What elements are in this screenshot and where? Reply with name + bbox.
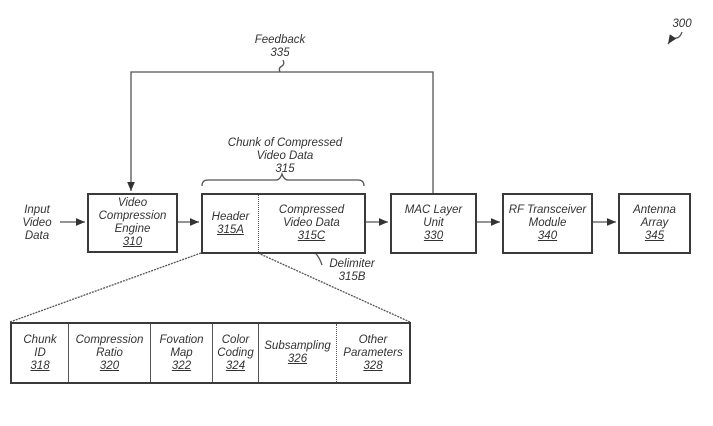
chunk-brace [201, 171, 365, 187]
chunk-block: Header 315A Compressed Video Data 315C [201, 193, 366, 254]
expansion-line-left [9, 252, 202, 323]
input-video-data-label: Input Video Data [22, 204, 52, 242]
compressed-ref: 315C [297, 230, 326, 242]
feedback-squiggle [278, 59, 285, 73]
field-other-parameters: Other Parameters 328 [343, 333, 403, 372]
feedback-label: Feedback 335 [240, 34, 320, 60]
header-section: Header 315A [203, 195, 259, 252]
feedback-text: Feedback [254, 34, 306, 46]
field-color-coding: Color Coding 324 [213, 324, 259, 382]
video-compression-engine-block: Video Compression Engine 310 [87, 193, 178, 253]
field-subsampling: Subsampling 326 [259, 324, 337, 382]
compressed-video-data-section: Compressed Video Data 315C [278, 204, 345, 242]
delimiter-label: Delimiter 315B [322, 258, 382, 284]
feedback-ref: 335 [270, 47, 290, 59]
field-chunk-id: Chunk ID 318 [12, 324, 69, 382]
figure-ref-arrow [667, 31, 683, 45]
delimiter-ref: 315B [338, 271, 366, 283]
feedback-line [127, 71, 434, 193]
rf-transceiver-module-block: RF Transceiver Module 340 [502, 193, 593, 254]
field-fovation-map: Fovation Map 322 [151, 324, 213, 382]
antenna-array-block: Antenna Array 345 [618, 193, 691, 254]
chunk-label: Chunk of Compressed Video Data 315 [210, 137, 360, 176]
mac-ref: 330 [423, 230, 444, 242]
antenna-ref: 345 [644, 230, 665, 242]
mac-layer-unit-block: MAC Layer Unit 330 [390, 193, 477, 254]
header-ref: 315A [217, 223, 244, 236]
rf-ref: 340 [537, 230, 558, 242]
figure-number: 300 [672, 18, 692, 30]
field-compression-ratio: Compression Ratio 320 [69, 324, 151, 382]
expansion-line-right [257, 252, 411, 323]
chunk-ref: 315 [275, 163, 295, 175]
engine-ref: 310 [122, 236, 143, 248]
header-fields-table: Chunk ID 318 Compression Ratio 320 Fovat… [10, 322, 411, 384]
